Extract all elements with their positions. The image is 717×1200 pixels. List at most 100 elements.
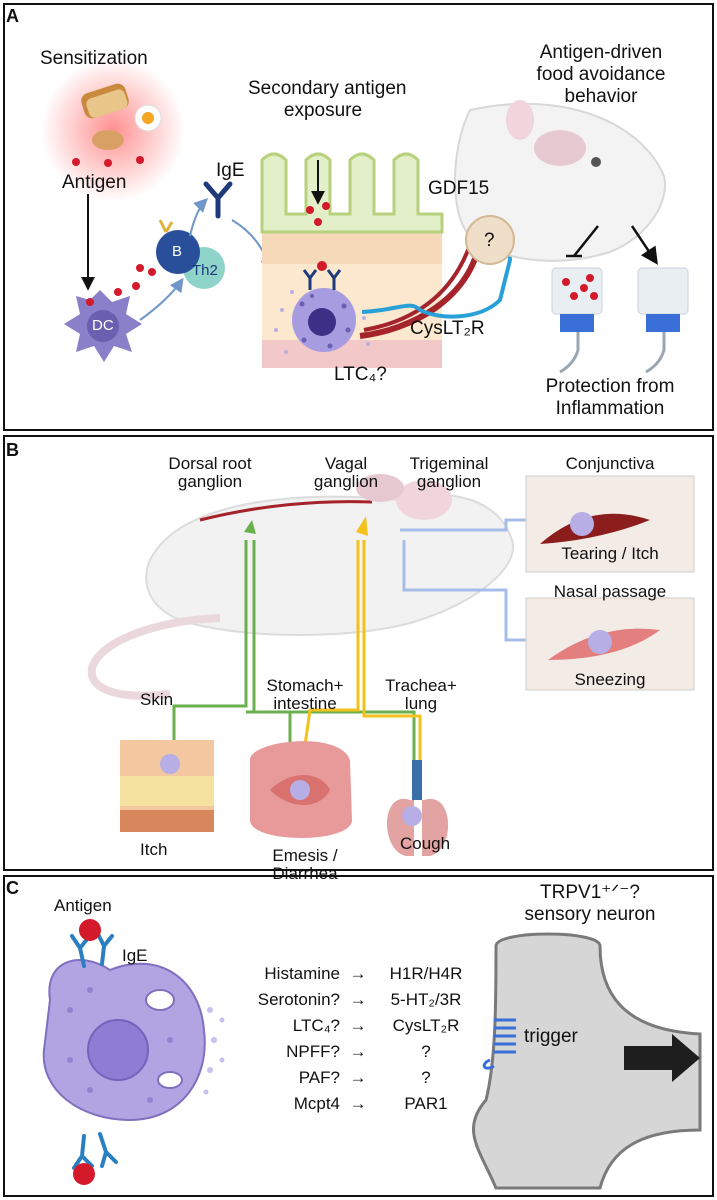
mediator-mcpt4: Mcpt4 <box>293 1094 340 1113</box>
panel-c-frame <box>3 875 714 1197</box>
label-drg-1: Dorsal root <box>168 454 252 473</box>
label-neuron-2: sensory neuron <box>524 904 656 925</box>
bottle-control <box>637 267 689 374</box>
label-avoidance-1: Antigen-driven <box>539 42 663 63</box>
label-ltc4-a: LTC₄? <box>334 364 387 385</box>
mediator-ltc4: LTC₄? <box>292 1016 340 1035</box>
antigen-dots-villi <box>306 202 330 226</box>
label-secondary-exposure-1: Secondary antigen <box>248 78 407 99</box>
label-tearing-itch: Tearing / Itch <box>561 544 659 563</box>
label-secondary-exposure-2: exposure <box>283 100 363 121</box>
nerve-a <box>361 147 542 319</box>
intestine-icon <box>250 741 352 838</box>
label-avoidance-2: food avoidance <box>536 64 666 85</box>
antigen-dots-dc <box>86 264 156 306</box>
signal-arrow <box>624 1034 700 1082</box>
mediator-npff: NPFF? <box>286 1042 340 1061</box>
label-protection-1: Protection from <box>545 376 675 397</box>
receptor-paf-unknown: ? <box>421 1068 431 1087</box>
rat-b <box>87 474 515 700</box>
label-ige-a: IgE <box>216 160 245 181</box>
receptor-icon <box>482 1018 516 1070</box>
dc-to-th2-arrow <box>139 277 184 321</box>
label-conjunctiva: Conjunctiva <box>565 454 655 473</box>
mediator-histamine: Histamine <box>264 964 340 983</box>
label-trigger: trigger <box>524 1026 578 1047</box>
label-neuron-1: TRPV1⁺ᐟ⁻? <box>540 882 640 903</box>
mediator-arrow-2: → <box>349 990 367 1009</box>
label-ige-c: IgE <box>122 946 148 965</box>
antigen-dots-sensitization <box>72 156 144 167</box>
mediator-arrow-3: → <box>349 1016 367 1035</box>
label-avoidance-3: behavior <box>564 86 638 107</box>
receptor-npff-unknown: ? <box>421 1042 431 1061</box>
skin-icon <box>120 740 214 832</box>
mediator-arrow-6: → <box>349 1094 367 1113</box>
label-antigen-c: Antigen <box>54 896 112 915</box>
ige-antibody <box>203 181 233 219</box>
label-cough: Cough <box>400 834 451 853</box>
ige-on-mast-cell-a <box>302 269 342 290</box>
antigen-crosslink-a <box>317 261 327 271</box>
panel-letter-a: A <box>6 6 19 26</box>
preference-arrow <box>630 225 658 265</box>
label-emesis-2: Diarrhea <box>272 864 338 883</box>
receptor-cyslt2r: CysLT₂R <box>392 1016 460 1035</box>
panel-letter-c: C <box>6 878 19 898</box>
ige-on-mast-cell-c <box>70 932 118 1170</box>
label-question-a: ? <box>484 230 495 251</box>
lung-icon <box>386 760 449 856</box>
antigen-bottom-c <box>73 1163 95 1185</box>
label-dc: DC <box>92 317 114 334</box>
label-trigeminal-1: Trigeminal <box>409 454 489 473</box>
conjunctiva-inset <box>525 475 695 573</box>
receptor-par1: PAR1 <box>404 1094 448 1113</box>
label-emesis-1: Emesis / <box>272 846 338 865</box>
label-sensitization: Sensitization <box>40 48 148 69</box>
label-vagal-2: ganglion <box>313 472 379 491</box>
nasal-inset <box>525 597 695 691</box>
b-cell <box>156 230 200 274</box>
sensitization-glow <box>41 58 185 202</box>
mediator-paf: PAF? <box>298 1068 340 1087</box>
label-antigen-a: Antigen <box>62 172 127 193</box>
mediator-serotonin: Serotonin? <box>257 990 340 1009</box>
panel-a-frame <box>3 3 714 431</box>
mast-cell-a <box>274 288 370 354</box>
label-vagal-1: Vagal <box>324 454 368 473</box>
mediator-arrow-1: → <box>349 964 367 983</box>
b-to-ige-arrow <box>189 198 208 237</box>
label-trachea-1: Trachea+ <box>385 676 457 695</box>
label-th2: Th2 <box>192 262 218 279</box>
panel-letter-b: B <box>6 440 19 460</box>
label-stomach-1: Stomach+ <box>266 676 344 695</box>
inhibition-line <box>573 225 599 257</box>
label-protection-2: Inflammation <box>555 398 665 419</box>
label-sneezing: Sneezing <box>574 670 646 689</box>
label-itch: Itch <box>140 840 168 859</box>
label-cyslt2r-a: CysLT₂R <box>410 318 485 339</box>
mediator-arrow-4: → <box>349 1042 367 1061</box>
label-nasal-passage: Nasal passage <box>553 582 667 601</box>
antigen-top-c <box>79 919 101 941</box>
label-trigeminal-2: ganglion <box>416 472 482 491</box>
ige-on-b-cell <box>158 219 174 233</box>
label-drg-2: ganglion <box>177 472 243 491</box>
spinal-cord-cross-section <box>465 215 515 265</box>
receptor-h1r-h4r: H1R/H4R <box>389 964 463 983</box>
label-stomach-2: intestine <box>273 694 337 713</box>
label-b-cell: B <box>172 243 183 260</box>
food-icons <box>81 83 162 150</box>
trigeminal-nerve <box>400 518 526 642</box>
mast-cell-c <box>42 959 225 1122</box>
bottle-antigen <box>551 267 603 374</box>
label-gdf15: GDF15 <box>428 178 490 199</box>
label-skin: Skin <box>140 690 174 709</box>
receptor-5ht: 5-HT₂/3R <box>390 990 462 1009</box>
dendritic-cell <box>64 290 142 362</box>
sensory-neuron <box>471 932 702 1190</box>
panel-b-frame <box>3 435 714 871</box>
label-trachea-2: lung <box>404 694 438 713</box>
